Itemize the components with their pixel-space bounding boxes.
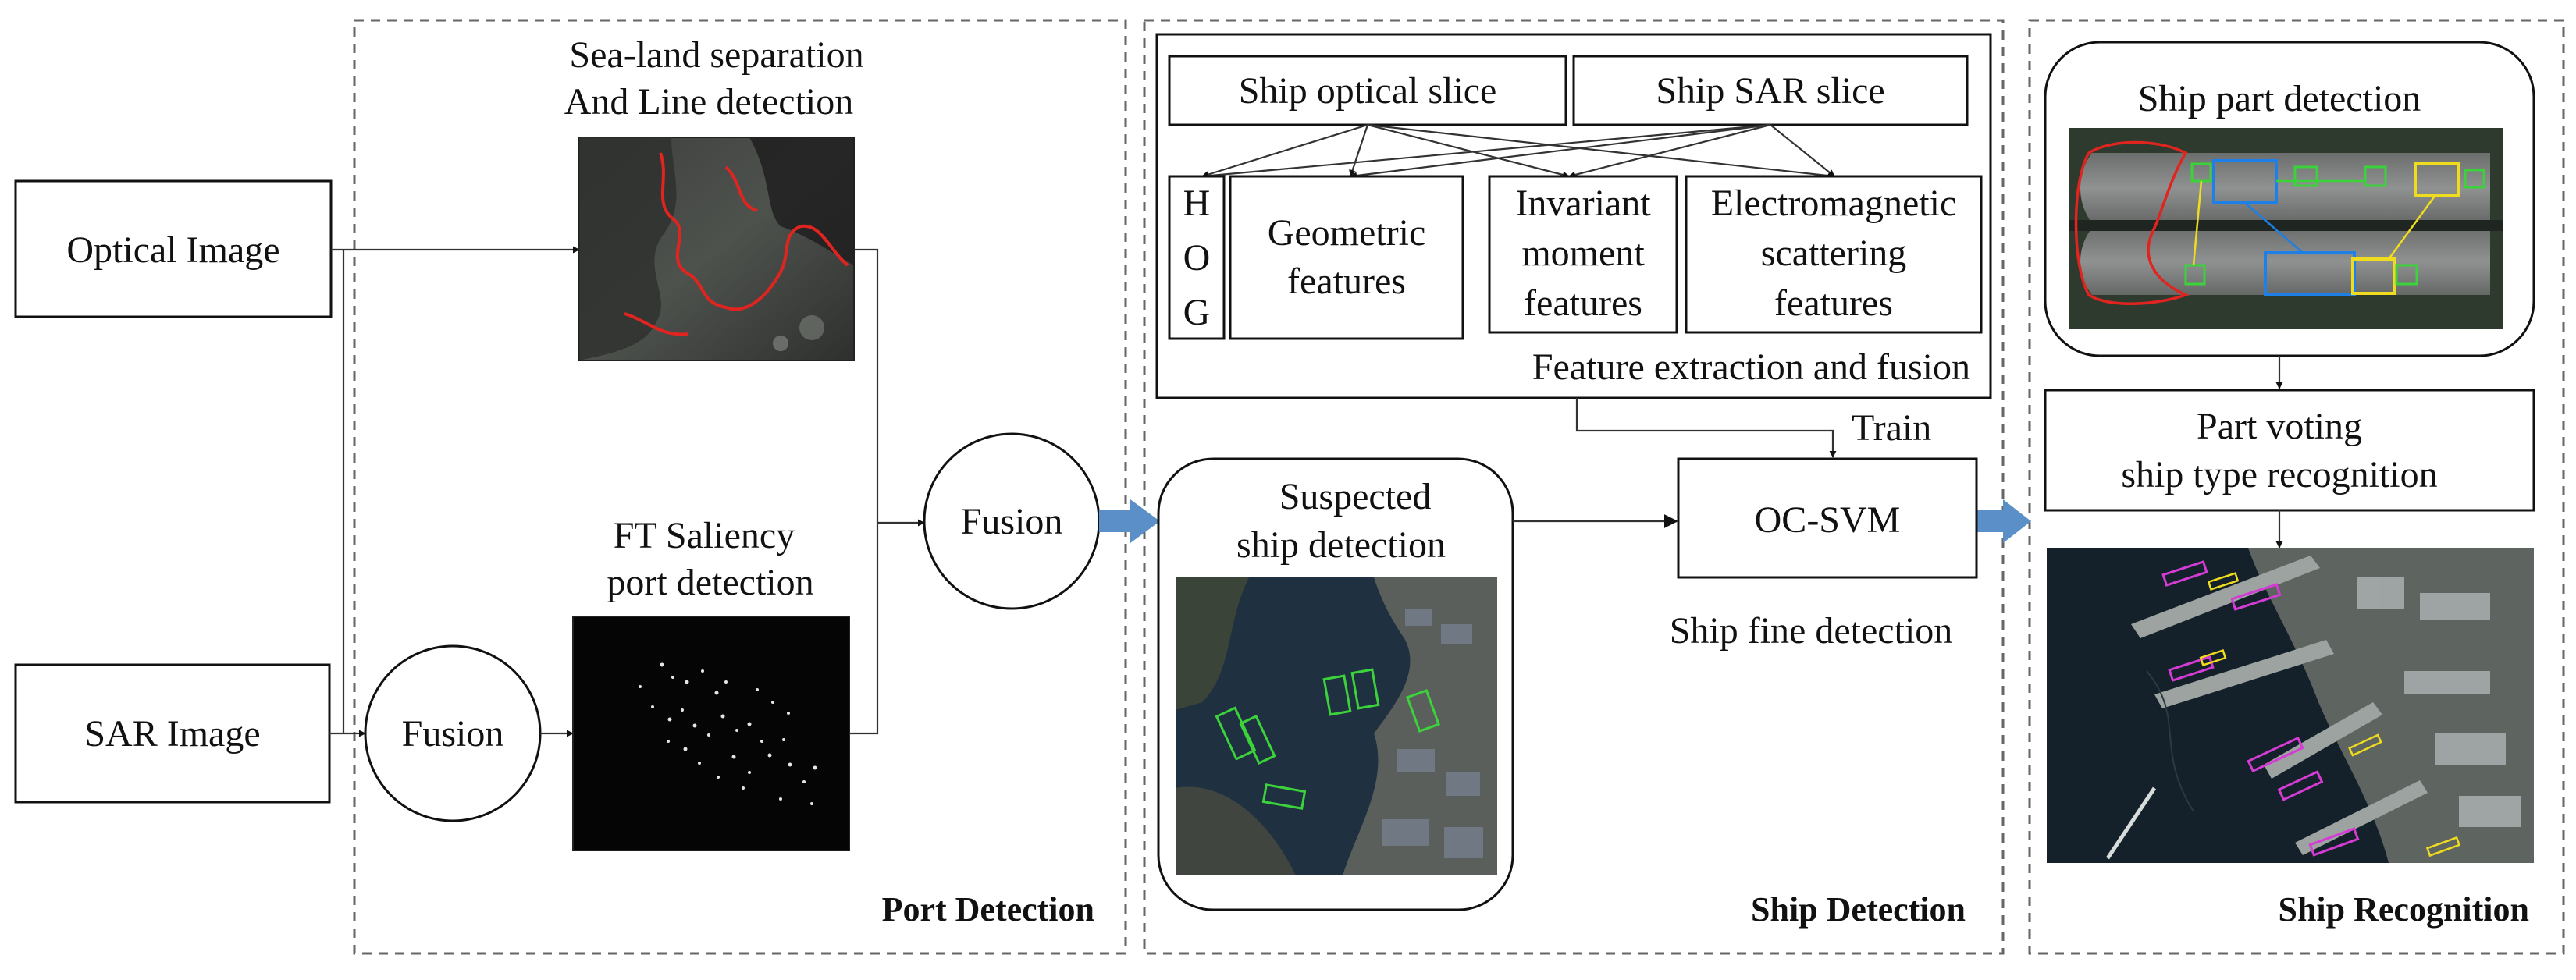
suspected-line2: ship detection bbox=[1236, 524, 1446, 566]
optical-image-label: Optical Image bbox=[66, 229, 279, 271]
geometric-line1: Geometric bbox=[1268, 212, 1426, 254]
sealand-title-line2: And Line detection bbox=[564, 81, 854, 123]
sealand-image bbox=[578, 137, 855, 361]
port-detection-title: Port Detection bbox=[882, 890, 1094, 929]
electromagnetic-line1: Electromagnetic bbox=[1711, 183, 1957, 224]
coastline-highlight bbox=[624, 152, 849, 336]
hog-letter-h: H bbox=[1183, 183, 1211, 224]
sar-image-label: SAR Image bbox=[84, 713, 260, 755]
optical-slice-box bbox=[1168, 55, 1567, 126]
part-yellow-boxes bbox=[2351, 162, 2460, 295]
port-detection-frame bbox=[353, 19, 1127, 955]
ship-recognition-frame bbox=[2028, 19, 2565, 955]
ocsvm-label: OC-SVM bbox=[1755, 499, 1901, 541]
ocsvm-box bbox=[1677, 457, 1978, 579]
invariant-line1: Invariant bbox=[1515, 183, 1651, 224]
ft-saliency-image bbox=[572, 616, 850, 851]
ship-recognition-image bbox=[2047, 548, 2534, 863]
part-connections bbox=[2192, 179, 2437, 266]
recognized-ship-boxes bbox=[2161, 560, 2360, 857]
ship-fine-detection-label: Ship fine detection bbox=[1670, 610, 1953, 652]
sar-slice-box bbox=[1572, 55, 1969, 126]
port-fusion-label: Fusion bbox=[961, 501, 1063, 542]
hog-letter-g: G bbox=[1183, 292, 1211, 333]
optical-image-box bbox=[14, 179, 333, 318]
ship-recognition-title: Ship Recognition bbox=[2278, 890, 2529, 929]
part-voting-box bbox=[2044, 389, 2535, 512]
sar-slice-label: Ship SAR slice bbox=[1656, 70, 1884, 112]
sar-fusion-label: Fusion bbox=[402, 713, 504, 755]
invariant-moment-box bbox=[1488, 175, 1678, 334]
ship-to-recognition-flow-arrow bbox=[1975, 499, 2031, 543]
feature-fanout-arrows bbox=[1201, 123, 1835, 179]
suspected-ship-detection-boxes bbox=[1215, 668, 1441, 810]
geometric-features-box bbox=[1229, 175, 1464, 340]
hog-box bbox=[1168, 175, 1226, 340]
ft-saliency-title-line1: FT Saliency bbox=[614, 515, 795, 556]
voting-line1: Part voting bbox=[2197, 406, 2362, 447]
ship-part-detection-label: Ship part detection bbox=[2138, 78, 2421, 119]
geometric-line2: features bbox=[1287, 261, 1406, 302]
port-to-ship-flow-arrow bbox=[1099, 499, 1160, 543]
electromagnetic-scattering-box bbox=[1685, 175, 1983, 334]
feature-fusion-label: Feature extraction and fusion bbox=[1532, 346, 1970, 388]
hog-letter-o: O bbox=[1183, 237, 1211, 279]
electromagnetic-line3: features bbox=[1774, 282, 1893, 324]
ship-detection-frame bbox=[1143, 19, 2005, 955]
voting-line2: ship type recognition bbox=[2121, 454, 2437, 495]
ft-saliency-title-line2: port detection bbox=[607, 562, 813, 603]
invariant-line2: moment bbox=[1521, 233, 1645, 274]
sealand-to-fusion-link bbox=[849, 248, 879, 735]
sealand-title-line1: Sea-land separation bbox=[569, 34, 863, 76]
electromagnetic-line2: scattering bbox=[1761, 233, 1907, 274]
suspected-line1: Suspected bbox=[1279, 476, 1432, 517]
optical-slice-label: Ship optical slice bbox=[1239, 70, 1497, 112]
part-hull-red bbox=[2074, 140, 2190, 305]
invariant-line3: features bbox=[1524, 282, 1642, 324]
suspected-ship-image bbox=[1176, 577, 1497, 875]
ship-detection-title: Ship Detection bbox=[1751, 890, 1966, 929]
piers bbox=[2131, 556, 2428, 855]
train-label: Train bbox=[1852, 407, 1931, 449]
feature-to-ocsvm-train-arrow bbox=[1575, 398, 1837, 458]
ship-part-image bbox=[2069, 128, 2503, 329]
